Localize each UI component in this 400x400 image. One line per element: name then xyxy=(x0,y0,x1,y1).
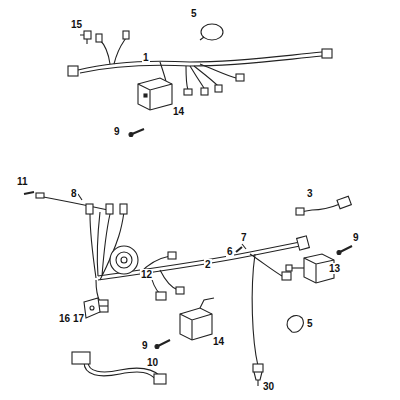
callout-number: 9 xyxy=(141,340,149,351)
screw-part xyxy=(129,133,133,137)
wiring-harness xyxy=(200,64,236,78)
wire-part xyxy=(24,192,34,194)
callout-number: 14 xyxy=(212,336,225,347)
fastener-part xyxy=(236,247,242,252)
wiring-harness xyxy=(86,204,93,214)
wiring-harness xyxy=(176,287,184,294)
horn-part xyxy=(110,246,138,274)
cable-tie xyxy=(201,24,223,40)
callout-number: 12 xyxy=(140,269,153,280)
switch-part xyxy=(254,372,262,386)
screw-part xyxy=(158,340,170,346)
callout-number: 9 xyxy=(352,232,360,243)
relay-part xyxy=(180,314,212,340)
callout-number: 13 xyxy=(328,263,341,274)
switch-part xyxy=(253,364,263,372)
cable-part xyxy=(300,204,340,212)
relay-part xyxy=(286,254,334,283)
callout-number: 1 xyxy=(142,52,150,63)
cable-part xyxy=(296,196,351,215)
relay-part xyxy=(286,265,292,271)
callout-number: 17 xyxy=(72,313,85,324)
screw-part xyxy=(155,345,159,349)
connector-part xyxy=(84,31,91,39)
wiring-harness xyxy=(201,88,208,95)
wire-part xyxy=(36,193,44,198)
wiring-harness xyxy=(100,38,126,64)
bracket-part xyxy=(84,298,100,318)
callout-number: 11 xyxy=(16,176,29,187)
screw-part xyxy=(155,340,170,349)
wiring-harness xyxy=(282,272,291,280)
wiring-harness xyxy=(236,74,244,81)
wiring-harness xyxy=(68,66,78,76)
wiring-harness xyxy=(68,31,332,95)
horn-part xyxy=(110,246,138,274)
connector-part xyxy=(80,31,91,44)
callout-number: 8 xyxy=(70,188,78,199)
screw-part xyxy=(129,129,144,137)
horn-part xyxy=(116,252,132,268)
relay-part xyxy=(180,298,214,340)
wiring-harness xyxy=(184,89,192,95)
relay-part xyxy=(138,78,172,110)
wiring-harness xyxy=(297,236,310,250)
wiring-harness xyxy=(215,85,222,92)
screw-part xyxy=(132,129,144,134)
callout-number: 15 xyxy=(70,19,83,30)
cable-part xyxy=(154,374,166,384)
callout-number: 30 xyxy=(262,381,275,392)
wiring-harness xyxy=(150,270,178,294)
screw-part xyxy=(337,246,352,255)
wiring-harness xyxy=(98,246,300,280)
cable-part xyxy=(337,196,351,209)
cable-tie xyxy=(200,24,223,40)
relay-part xyxy=(292,267,304,268)
callout-number: 14 xyxy=(172,106,185,117)
connector-part xyxy=(80,35,87,44)
wire-part xyxy=(78,194,82,200)
wiring-harness xyxy=(168,252,176,259)
cable-part xyxy=(72,352,166,384)
wiring-harness xyxy=(96,34,102,42)
wiring-harness xyxy=(98,242,300,276)
callout-number: 16 xyxy=(58,313,71,324)
relay-part xyxy=(180,308,212,340)
bracket-part xyxy=(90,306,94,310)
relay-part xyxy=(200,298,214,308)
wiring-harness xyxy=(120,204,127,214)
bracket-part xyxy=(84,298,100,318)
callout-number: 5 xyxy=(190,8,198,19)
relay-part xyxy=(138,78,172,110)
relay-part xyxy=(144,94,147,97)
wiring-harness xyxy=(106,204,113,214)
callout-number: 10 xyxy=(146,357,159,368)
screw-part xyxy=(340,246,352,252)
callout-number: 3 xyxy=(306,188,314,199)
fastener-part xyxy=(236,244,246,252)
wiring-harness xyxy=(156,292,166,300)
callout-number: 2 xyxy=(204,259,212,270)
wiring-harness xyxy=(86,204,309,366)
relay-part xyxy=(138,84,172,110)
cable-tie xyxy=(200,37,204,40)
cable-part xyxy=(72,352,90,364)
fastener-part xyxy=(242,244,246,249)
wiring-harness xyxy=(123,31,129,39)
cable-tie xyxy=(287,316,303,333)
wiring-harness xyxy=(252,254,258,366)
cable-tie xyxy=(287,316,303,333)
cable-part xyxy=(296,208,304,215)
callout-number: 6 xyxy=(226,246,234,257)
screw-part xyxy=(337,251,341,255)
callout-number: 9 xyxy=(113,126,121,137)
wire-part xyxy=(24,192,108,210)
horn-part xyxy=(121,257,127,263)
callout-number: 5 xyxy=(306,318,314,329)
wiring-harness xyxy=(322,49,332,58)
callout-number: 7 xyxy=(240,232,248,243)
